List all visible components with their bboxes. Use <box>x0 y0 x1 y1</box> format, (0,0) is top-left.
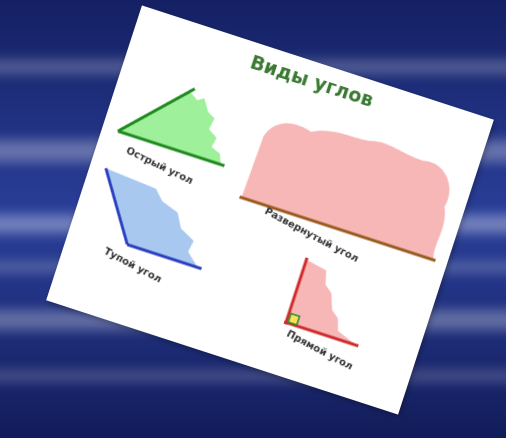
angle-figure <box>236 97 470 267</box>
angle-shape: Тупой угол <box>63 161 226 322</box>
angle-shape: Развернутый угол <box>216 97 470 328</box>
angle-figure <box>77 161 225 277</box>
angle-shape: Прямой угол <box>259 251 385 403</box>
